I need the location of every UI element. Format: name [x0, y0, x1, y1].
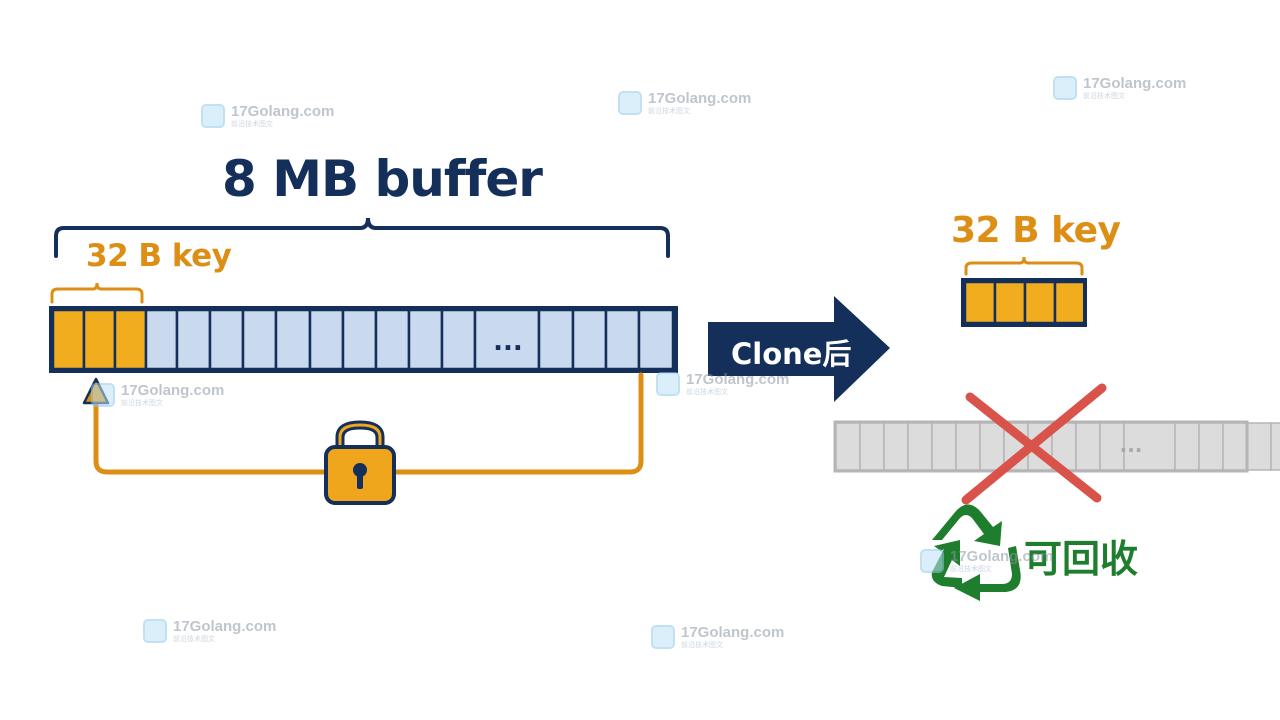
watermark-text: 17Golang.com	[950, 548, 1054, 565]
buffer-cell	[308, 308, 345, 371]
watermark-logo-icon	[920, 549, 944, 573]
watermark-logo-icon	[143, 619, 167, 643]
buffer-ellipsis: ...	[493, 327, 523, 357]
discarded-cell	[1174, 422, 1200, 471]
discarded-cell	[1246, 422, 1272, 471]
key-cell	[1023, 280, 1057, 325]
buffer-outline	[49, 306, 678, 373]
discarded-cell	[1075, 422, 1101, 471]
watermark-subtext: 前沿技术图文	[1083, 92, 1125, 100]
right-arrow-icon	[708, 296, 890, 402]
watermark-text: 17Golang.com	[1083, 75, 1187, 92]
discarded-cell	[907, 422, 933, 471]
key-right-outline	[961, 278, 1087, 327]
discarded-cell	[931, 422, 957, 471]
watermark-text: 17Golang.com	[231, 103, 335, 120]
arrow-label: Clone后	[731, 337, 852, 371]
watermark-logo-icon	[656, 372, 680, 396]
discarded-cell	[835, 422, 861, 471]
key-cell	[113, 308, 148, 371]
buffer-cell	[604, 308, 641, 371]
key-brace-left	[50, 282, 144, 304]
watermark-subtext: 前沿技术图文	[648, 107, 690, 115]
padlock-icon	[324, 420, 396, 505]
key-brace-right	[964, 256, 1084, 276]
buffer-cell	[537, 308, 575, 371]
buffer-cell	[241, 308, 278, 371]
discarded-cell	[883, 422, 909, 471]
watermark-subtext: 前沿技术图文	[681, 641, 723, 649]
buffer-cell	[175, 308, 212, 371]
buffer-cell	[473, 308, 541, 371]
discarded-cell	[1222, 422, 1248, 471]
buffer-left	[51, 308, 675, 371]
cross-icon	[961, 383, 1107, 505]
key-cells-right	[963, 280, 1087, 325]
buffer-brace	[54, 217, 670, 258]
buffer-cell	[440, 308, 477, 371]
discarded-cell	[955, 422, 981, 471]
key-label-left: 32 B key	[86, 238, 232, 274]
watermark-logo-icon	[618, 91, 642, 115]
discarded-cell	[859, 422, 885, 471]
buffer-cell	[208, 308, 245, 371]
watermark-logo-icon	[201, 104, 225, 128]
buffer-cell	[637, 308, 675, 371]
key-cell	[993, 280, 1027, 325]
key-cell	[82, 308, 117, 371]
buffer-cell	[407, 308, 444, 371]
discarded-buffer-outline	[833, 420, 1249, 473]
discarded-cell	[1270, 422, 1280, 471]
buffer-cell	[341, 308, 378, 371]
key-cell	[1053, 280, 1087, 325]
buffer-cell	[374, 308, 411, 371]
watermark-text: 17Golang.com	[686, 371, 790, 388]
buffer-cell	[144, 308, 179, 371]
key-cell	[51, 308, 86, 371]
discarded-cell	[1198, 422, 1224, 471]
buffer-title: 8 MB buffer	[222, 150, 543, 208]
watermark-logo-icon	[91, 383, 115, 407]
key-label-right: 32 B key	[951, 210, 1121, 251]
watermark-text: 17Golang.com	[173, 618, 277, 635]
watermark-text: 17Golang.com	[681, 624, 785, 641]
watermark-subtext: 前沿技术图文	[686, 388, 728, 396]
discarded-cell	[979, 422, 1005, 471]
buffer-cell	[274, 308, 312, 371]
discarded-ellipsis: ...	[1120, 433, 1143, 457]
watermark-logo-icon	[651, 625, 675, 649]
watermark-subtext: 前沿技术图文	[121, 399, 163, 407]
watermark-subtext: 前沿技术图文	[231, 120, 273, 128]
watermark-subtext: 前沿技术图文	[173, 635, 215, 643]
recyclable-label: 可回收	[1024, 537, 1139, 581]
recycle-icon	[931, 504, 1021, 601]
watermark-text: 17Golang.com	[648, 90, 752, 107]
key-cell	[963, 280, 997, 325]
watermark-text: 17Golang.com	[121, 382, 225, 399]
watermark-logo-icon	[1053, 76, 1077, 100]
buffer-cell	[571, 308, 608, 371]
watermark-subtext: 前沿技术图文	[950, 565, 992, 573]
